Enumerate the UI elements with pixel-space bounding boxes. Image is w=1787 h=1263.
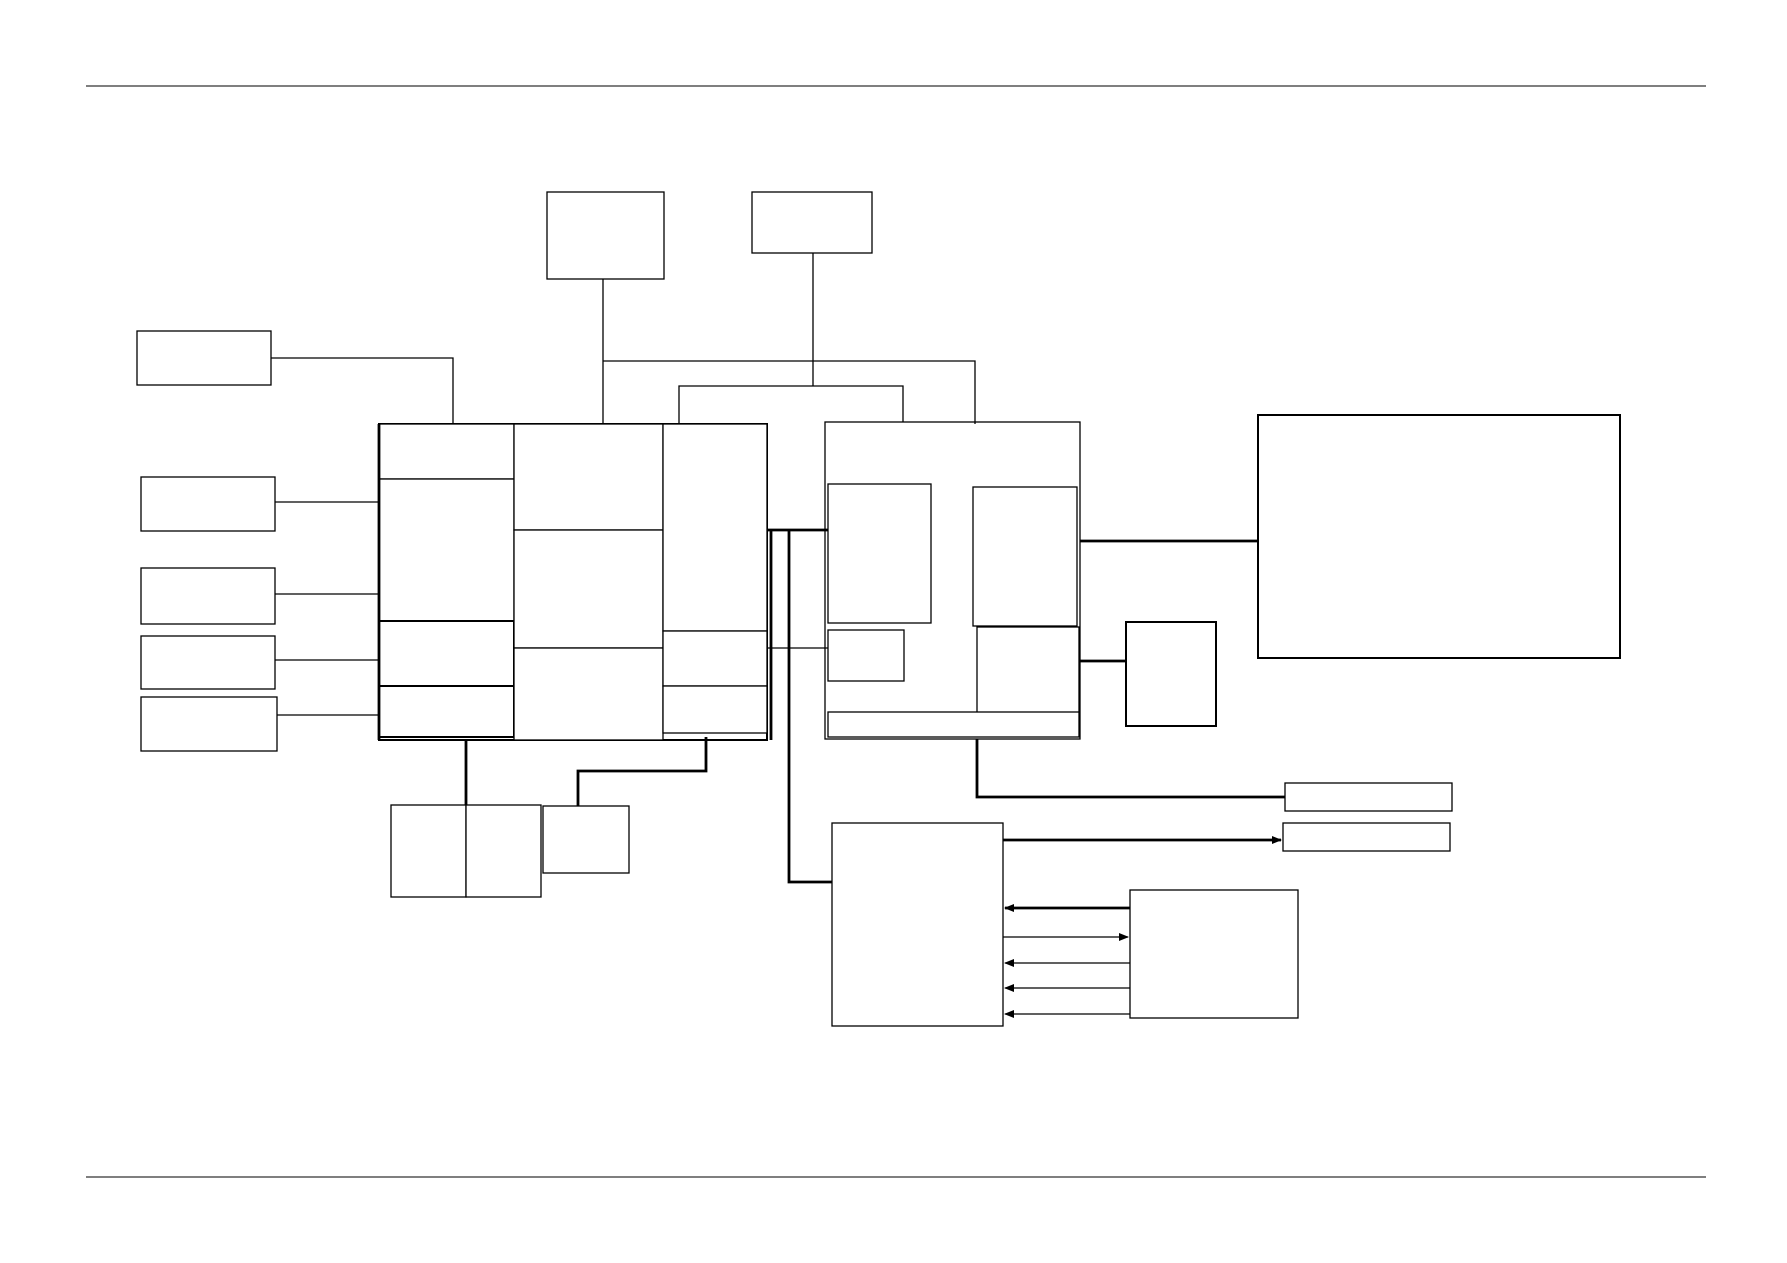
wire-main-to-controller-1 [787,530,832,884]
main-cell-right-low [662,685,768,734]
main-cell-center-top [513,423,664,531]
top-box-b [751,191,873,254]
wire-top-bus [603,360,976,424]
left-box-3 [140,567,276,625]
bottom-box-1 [390,804,467,898]
wire-left-box-1 [271,357,454,424]
left-box-2 [140,476,276,532]
output-box-2 [1282,822,1451,852]
small-right-box [1125,621,1217,727]
chip-cell-c [827,629,905,682]
lower-controller-box [831,822,1004,1027]
main-cell-left-low-2 [378,685,515,738]
chip-cell-d [976,626,1080,714]
main-cell-right-mid [662,630,768,687]
chip-cell-bar [827,711,1080,738]
wire-chip-to-output-1 [975,739,1285,799]
lower-peripheral-box [1129,889,1299,1019]
left-box-5 [140,696,278,752]
bottom-box-3 [542,805,630,874]
wire-top-branch [678,385,904,424]
main-cell-center-mid [513,529,664,649]
main-cell-left-top [378,423,515,480]
main-cell-right-top [662,423,768,632]
main-cell-center-low [513,647,664,741]
wire-main-to-bottom-box-3 [576,737,708,806]
chip-cell-b [972,486,1078,627]
left-box-1 [136,330,272,386]
left-box-4 [140,635,276,690]
bottom-box-2 [465,804,542,898]
main-cell-left-mid [378,478,515,622]
top-box-a [546,191,665,280]
output-box-1 [1284,782,1453,812]
large-right-box [1257,414,1621,659]
chip-cell-a [827,483,932,624]
main-cell-left-low-1 [378,620,515,687]
